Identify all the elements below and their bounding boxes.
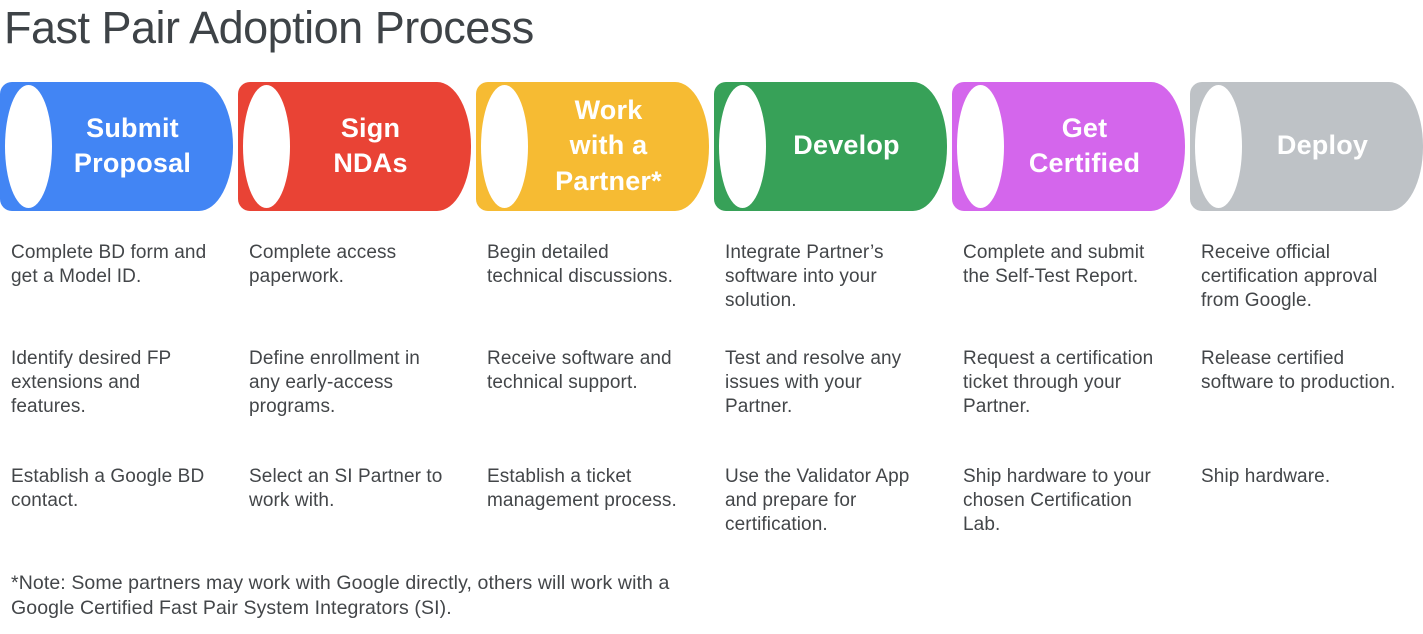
page-title: Fast Pair Adoption Process	[4, 2, 534, 53]
desc-sign-ndas-2: Define enrollment in any early-access pr…	[249, 347, 420, 417]
desc-deploy-2: Release certified software to production…	[1201, 347, 1396, 393]
desc-develop-3: Use the Validator App and prepare for ce…	[725, 465, 910, 535]
desc-get-certified-3: Ship hardware to your chosen Certificati…	[963, 465, 1151, 535]
stage-label-get-certified: Get Certified	[1028, 112, 1141, 179]
desc-work-with-partner-1: Begin detailed technical discussions.	[487, 241, 673, 287]
desc-submit-proposal-3: Establish a Google BD contact.	[11, 465, 205, 511]
footnote: *Note: Some partners may work with Googl…	[11, 571, 670, 619]
desc-sign-ndas-3: Select an SI Partner to work with.	[249, 465, 443, 511]
stage-pill-get-certified: Get Certified	[952, 81, 1185, 211]
desc-submit-proposal-2: Identify desired FP extensions and featu…	[11, 347, 171, 417]
stage-pill-develop: Develop	[714, 81, 947, 211]
stage-pill-deploy: Deploy	[1190, 81, 1423, 211]
stage-label-sign-ndas: Sign NDAs	[333, 112, 408, 179]
desc-submit-proposal-1: Complete BD form and get a Model ID.	[11, 241, 207, 287]
process-stage-row: Submit Proposal Sign NDAs Work with a Pa…	[0, 81, 1423, 211]
desc-deploy-3: Ship hardware.	[1201, 465, 1331, 487]
desc-get-certified-1: Complete and submit the Self-Test Report…	[963, 241, 1145, 287]
stage-pill-work-with-partner: Work with a Partner*	[476, 81, 709, 211]
desc-get-certified-2: Request a certification ticket through y…	[963, 347, 1154, 417]
stage-pill-submit-proposal: Submit Proposal	[0, 81, 233, 211]
desc-sign-ndas-1: Complete access paperwork.	[249, 241, 397, 287]
desc-work-with-partner-2: Receive software and technical support.	[487, 347, 672, 393]
stage-label-develop: Develop	[793, 130, 900, 161]
stage-label-work-with-partner: Work with a Partner*	[555, 94, 662, 197]
desc-develop-2: Test and resolve any issues with your Pa…	[725, 347, 902, 417]
stage-label-deploy: Deploy	[1276, 130, 1369, 161]
desc-develop-1: Integrate Partner’s software into your s…	[725, 241, 884, 311]
desc-deploy-1: Receive official certification approval …	[1201, 241, 1378, 311]
stage-label-submit-proposal: Submit Proposal	[73, 112, 192, 179]
stage-pill-sign-ndas: Sign NDAs	[238, 81, 471, 211]
desc-work-with-partner-3: Establish a ticket management process.	[487, 465, 677, 511]
stage-descriptions-grid: Complete BD form and get a Model ID. Com…	[0, 241, 1423, 537]
